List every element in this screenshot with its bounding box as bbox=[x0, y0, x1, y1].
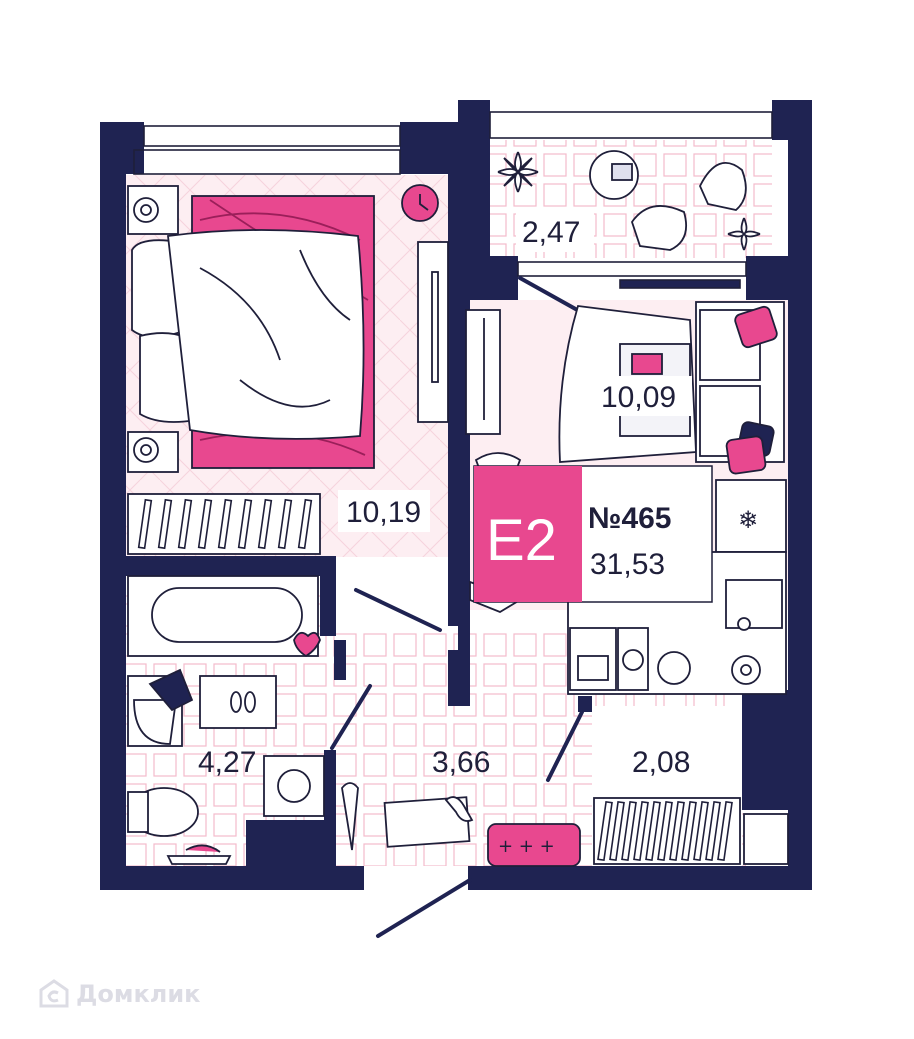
room-area-hallway: 3,66 bbox=[432, 746, 490, 779]
apartment-code-badge bbox=[474, 466, 582, 602]
wall-bath-mid bbox=[334, 640, 346, 680]
wall-storage-left bbox=[578, 696, 592, 712]
room-area-living: 10,09 bbox=[601, 381, 676, 414]
living-furniture bbox=[465, 301, 787, 695]
bathroom-door bbox=[330, 684, 372, 750]
sink-icon bbox=[725, 579, 783, 629]
fridge bbox=[715, 479, 787, 553]
hanger-icon bbox=[621, 800, 637, 862]
watermark-text: Домклик bbox=[76, 980, 201, 1008]
hanger-icon bbox=[657, 800, 673, 862]
hanger-icon bbox=[197, 498, 213, 550]
wall-bath-right bbox=[320, 556, 336, 636]
storage-hangers bbox=[597, 800, 733, 862]
hanger-icon bbox=[277, 498, 293, 550]
apartment-code: E2 bbox=[486, 508, 557, 573]
hanger-icon bbox=[681, 800, 697, 862]
wall-bedroom-right bbox=[448, 174, 460, 626]
watermark: Домклик bbox=[38, 978, 200, 1010]
stove-dots: ❄ bbox=[738, 506, 758, 534]
storage-door bbox=[546, 710, 584, 782]
hanger-icon bbox=[137, 498, 153, 550]
pillow-icon bbox=[725, 435, 767, 475]
wardrobe-hangers bbox=[137, 498, 313, 550]
living-window bbox=[517, 261, 747, 277]
wall-storage-block bbox=[742, 690, 788, 810]
slipper-icon bbox=[244, 691, 256, 713]
room-area-balcony: 2,47 bbox=[522, 216, 580, 249]
hanger-icon bbox=[217, 498, 233, 550]
wall-balcony-bottom bbox=[458, 256, 518, 300]
wall-balcony-left bbox=[458, 100, 490, 260]
slipper-icon bbox=[230, 691, 242, 713]
mixer-icon bbox=[657, 651, 691, 685]
room-area-bedroom: 10,19 bbox=[346, 496, 421, 529]
windows bbox=[133, 111, 773, 289]
scale-icon bbox=[166, 855, 232, 865]
desk bbox=[417, 241, 449, 423]
laptop-icon bbox=[631, 353, 663, 375]
shelf bbox=[465, 309, 501, 435]
chair-icon bbox=[699, 161, 747, 211]
wall-bath-top bbox=[100, 556, 336, 576]
hanger-icon bbox=[693, 800, 709, 862]
room-labels: 10,19 2,47 10,09 4,27 3,66 2,08 bbox=[198, 210, 692, 779]
camera-icon bbox=[611, 163, 633, 181]
hanger-icon bbox=[609, 800, 625, 862]
hanger-icon bbox=[297, 498, 313, 550]
apartment-number: №465 bbox=[588, 502, 672, 535]
wall-outer-bottom-right bbox=[468, 866, 812, 890]
hanger-icon bbox=[669, 800, 685, 862]
balcony-window bbox=[489, 111, 773, 139]
bedroom-window-sill bbox=[133, 149, 401, 175]
hanger-icon bbox=[257, 498, 273, 550]
svg-text:+ + +: + + + bbox=[498, 836, 555, 857]
apartment-tag: E2 №465 31,53 bbox=[473, 465, 713, 603]
blanket-icon bbox=[167, 229, 365, 440]
hanger-icon bbox=[705, 800, 721, 862]
heart-icon bbox=[293, 631, 321, 658]
room-area-bathroom: 4,27 bbox=[198, 746, 256, 779]
living-window-inner bbox=[619, 279, 741, 289]
bedroom-window bbox=[143, 125, 401, 147]
apartment-total-area: 31,53 bbox=[590, 548, 665, 581]
room-area-storage: 2,08 bbox=[632, 746, 690, 779]
hanger-icon bbox=[157, 498, 173, 550]
walls bbox=[100, 100, 812, 890]
towel-icon bbox=[148, 668, 194, 712]
wall-outer-left bbox=[100, 122, 126, 890]
balcony-furniture bbox=[497, 150, 761, 251]
wall-top-bedroom-left bbox=[100, 122, 144, 174]
wall-outer-right bbox=[788, 100, 812, 890]
hanger-icon bbox=[633, 800, 649, 862]
snowflake-icon: ❄ bbox=[738, 506, 758, 534]
wall-balcony-bottom-right bbox=[746, 256, 812, 300]
umbrella-icon bbox=[341, 782, 359, 851]
pillow-icon bbox=[734, 305, 778, 349]
domclick-logo-icon bbox=[39, 979, 69, 1008]
hanger-icon bbox=[177, 498, 193, 550]
hallway-furniture: + + + bbox=[341, 782, 581, 867]
wall-bath-inner bbox=[246, 820, 336, 870]
wall-balcony-right bbox=[772, 100, 812, 140]
bench bbox=[487, 823, 581, 867]
bedroom-door bbox=[354, 588, 442, 632]
shoes-icon bbox=[444, 796, 474, 822]
hanger-icon bbox=[237, 498, 253, 550]
entrance-door bbox=[376, 878, 472, 938]
chair-icon bbox=[631, 205, 688, 251]
bathroom-fixtures bbox=[127, 575, 325, 865]
plant-icon bbox=[727, 217, 761, 251]
hanger-icon bbox=[717, 800, 733, 862]
hanger-icon bbox=[645, 800, 661, 862]
plant-icon bbox=[497, 151, 539, 193]
hanger-icon bbox=[597, 800, 613, 862]
